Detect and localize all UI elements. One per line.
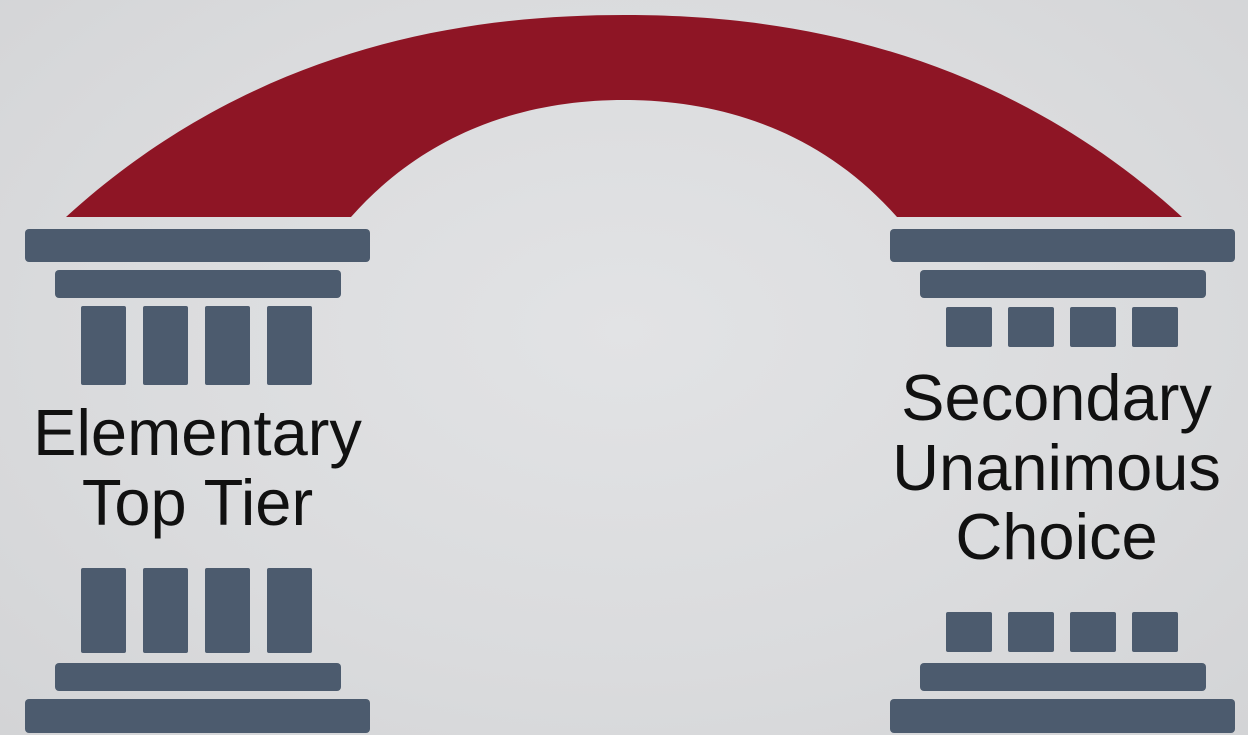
right-pillar-base-bottom [890,699,1235,733]
right-pillar-upper-flute [1008,307,1054,347]
left-pillar-upper-flute [267,306,312,385]
right-pillar-lower-flute [1008,612,1054,652]
right-pillar-upper-flute [946,307,992,347]
left-pillar-lower-flute [267,568,312,653]
left-pillar-capital-bottom [55,270,341,298]
right-pillar-lower-flute [1132,612,1178,652]
left-pillar-lower-flute [205,568,250,653]
right-pillar-label: Secondary Unanimous Choice [865,363,1248,572]
arch-band [66,15,1182,217]
left-pillar-label: Elementary Top Tier [0,398,395,537]
right-pillar-lower-flute [946,612,992,652]
right-pillar-base-top [920,663,1206,691]
left-pillar-upper-flute [143,306,188,385]
left-pillar-base-bottom [25,699,370,733]
left-pillar-upper-flute [205,306,250,385]
right-pillar-lower-flute [1070,612,1116,652]
left-pillar-lower-flute [143,568,188,653]
left-label-line-2: Top Tier [81,465,314,539]
right-pillar-capital-top [890,229,1235,262]
right-label-line-1: Secondary [901,361,1212,434]
right-pillar-upper-flute [1132,307,1178,347]
left-pillar-lower-flute [81,568,126,653]
right-pillar-upper-flute [1070,307,1116,347]
left-pillar-upper-flute [81,306,126,385]
right-pillar-capital-bottom [920,270,1206,298]
right-label-line-3: Choice [955,500,1158,574]
left-pillar-base-top [55,663,341,691]
left-pillar-capital-top [25,229,370,262]
left-label-line-1: Elementary [33,396,362,469]
right-label-line-2: Unanimous [892,430,1221,504]
